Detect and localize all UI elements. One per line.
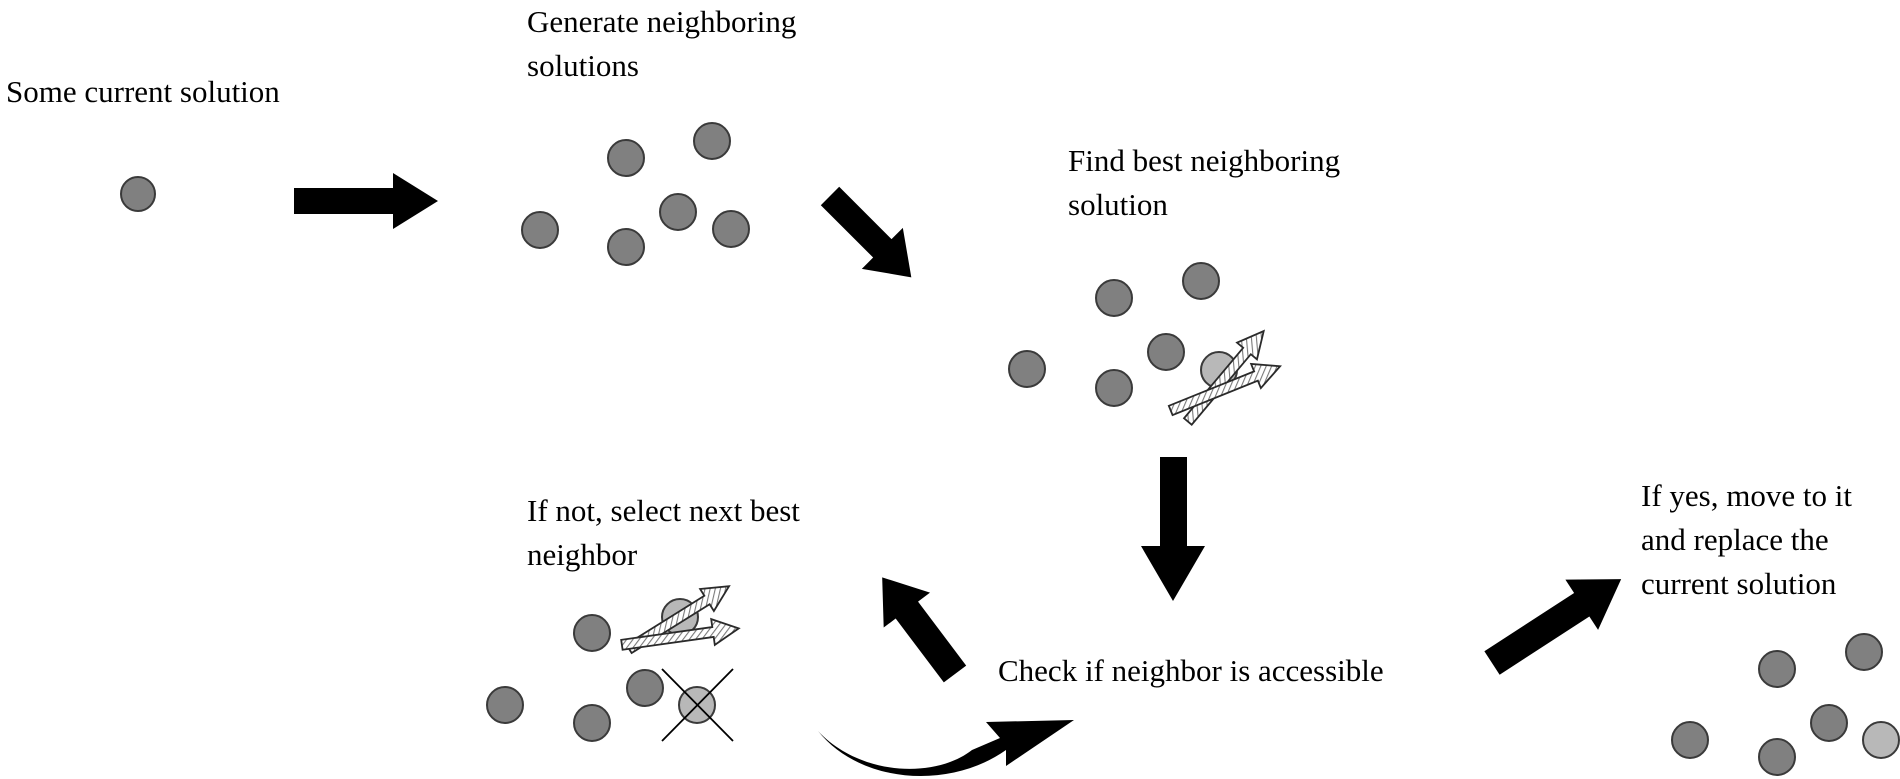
neighbor-node [521, 211, 559, 249]
neighbor-node [659, 193, 697, 231]
generated-neighbors [521, 122, 750, 266]
label-generate-neighbors: Generate neighboring solutions [527, 0, 796, 88]
arrow-to-find-best [820, 186, 912, 278]
cross-icon [661, 668, 734, 742]
arrow-to-generate [294, 173, 438, 229]
neighbor-node [1095, 369, 1133, 407]
label-line: Find best neighboring [1068, 143, 1341, 178]
label-line: solution [1068, 187, 1168, 222]
label-line: If yes, move to it [1641, 478, 1852, 513]
neighbor-node [1845, 633, 1883, 671]
neighbor-node [486, 686, 524, 724]
current-solution-node [120, 176, 156, 212]
neighbor-node [607, 228, 645, 266]
new-current-solution-node [1862, 721, 1900, 759]
label-if-yes: If yes, move to it and replace the curre… [1641, 474, 1852, 606]
label-line: current solution [1641, 566, 1837, 601]
neighbor-node [607, 139, 645, 177]
best-neighbor-group [1008, 262, 1286, 431]
arrow-to-if-yes [1484, 579, 1622, 675]
neighbor-node [573, 704, 611, 742]
label-line: neighbor [527, 537, 638, 572]
replaced-solution-group [1671, 633, 1900, 776]
label-check-accessible: Check if neighbor is accessible [998, 649, 1384, 693]
label-line: and replace the [1641, 522, 1829, 557]
label-line: Check if neighbor is accessible [998, 653, 1384, 688]
label-if-not: If not, select next best neighbor [527, 489, 800, 577]
label-line: solutions [527, 48, 639, 83]
neighbor-node [573, 614, 611, 652]
arrow-to-if-not [882, 577, 967, 683]
neighbor-node [1008, 350, 1046, 388]
neighbor-node [1095, 279, 1133, 317]
arrow-to-check [1141, 457, 1205, 601]
next-best-group [486, 574, 742, 742]
neighbor-node [1758, 650, 1796, 688]
label-line: Some current solution [6, 74, 280, 109]
neighbor-node [1147, 333, 1185, 371]
neighbor-node [1758, 738, 1796, 776]
neighbor-node [1671, 721, 1709, 759]
loop-arrow [818, 720, 1074, 777]
neighbor-node [712, 210, 750, 248]
label-line: Generate neighboring [527, 4, 797, 39]
label-find-best: Find best neighboring solution [1068, 139, 1340, 227]
label-current-solution: Some current solution [6, 70, 280, 114]
neighbor-node [1810, 704, 1848, 742]
label-line: If not, select next best [527, 493, 800, 528]
neighbor-node [626, 669, 664, 707]
neighbor-node [1182, 262, 1220, 300]
neighbor-node [693, 122, 731, 160]
